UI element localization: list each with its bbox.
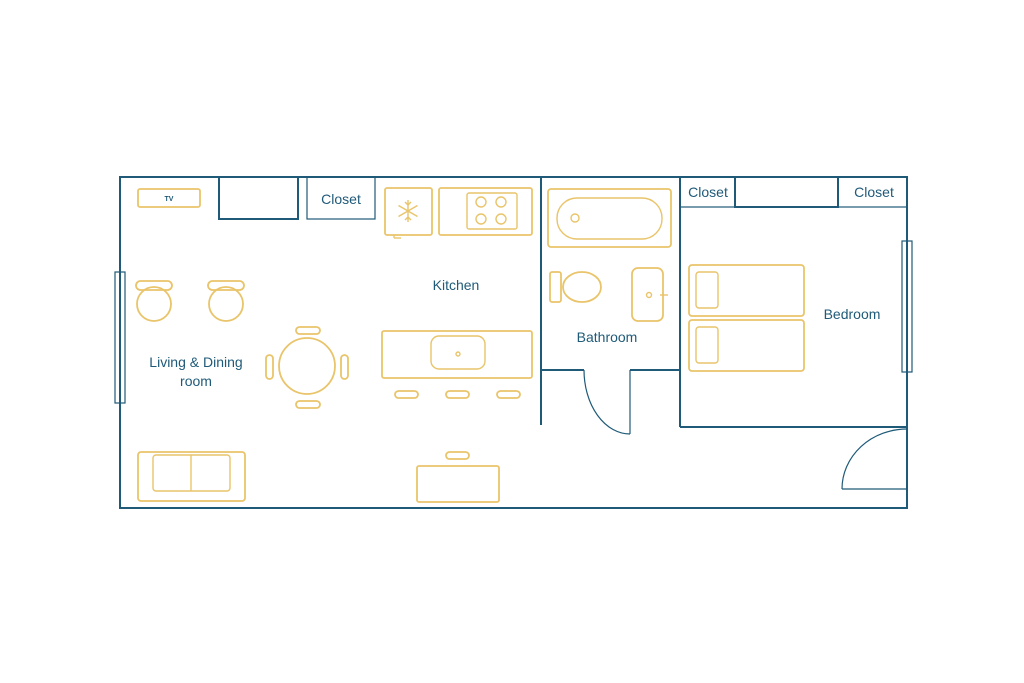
bedroom-label: Bedroom [824,306,881,322]
closet-bedroom-left: Closet [679,176,736,208]
armchair-left [135,280,173,322]
dining-chair-top [295,326,321,335]
cooktop-icon [438,187,533,236]
fridge [384,187,433,239]
sink-icon [430,335,486,370]
entrance-door [841,428,908,490]
snowflake-icon [398,200,418,222]
pillow-bottom [695,326,719,364]
toilet-icon [549,271,602,303]
closet-living-label: Closet [321,191,361,207]
bed-icon [688,264,805,372]
closet-living: Closet [306,176,376,220]
dining-chair-right [340,354,349,380]
closet-bedroom-left-label: Closet [688,184,728,200]
bench [416,451,500,503]
bar-stool-1 [394,390,419,399]
kitchen-label: Kitchen [433,277,480,293]
sofa-icon [137,451,246,502]
walls [119,176,908,509]
round-table-icon [265,326,349,409]
window-right [901,240,913,373]
bedroom-wardrobe [734,176,839,208]
pillow-top [695,271,719,309]
armchair-right [207,280,245,322]
living-dining-label-line1: Living & Dining [149,354,242,370]
tv-label: TV [165,196,174,203]
closet-bedroom-right-label: Closet [854,184,894,200]
kitchen-island [381,330,533,379]
bathroom-sink [631,267,668,322]
bathtub-icon [547,188,672,248]
dining-chair-left [265,354,274,380]
bar-stool-3 [496,390,521,399]
bathroom-label: Bathroom [577,329,638,345]
bed-bottom [688,319,805,372]
dining-chair-bottom [295,400,321,409]
living-dining-label-line2: room [180,373,212,389]
bathroom-door [583,369,631,435]
bed-top [688,264,805,317]
outer-wall [119,176,908,509]
window-left [114,271,126,404]
tv-unit: TV [137,188,201,208]
living-cabinet [218,176,299,220]
closet-bedroom-right: Closet [837,176,908,208]
bar-stool-2 [445,390,470,399]
